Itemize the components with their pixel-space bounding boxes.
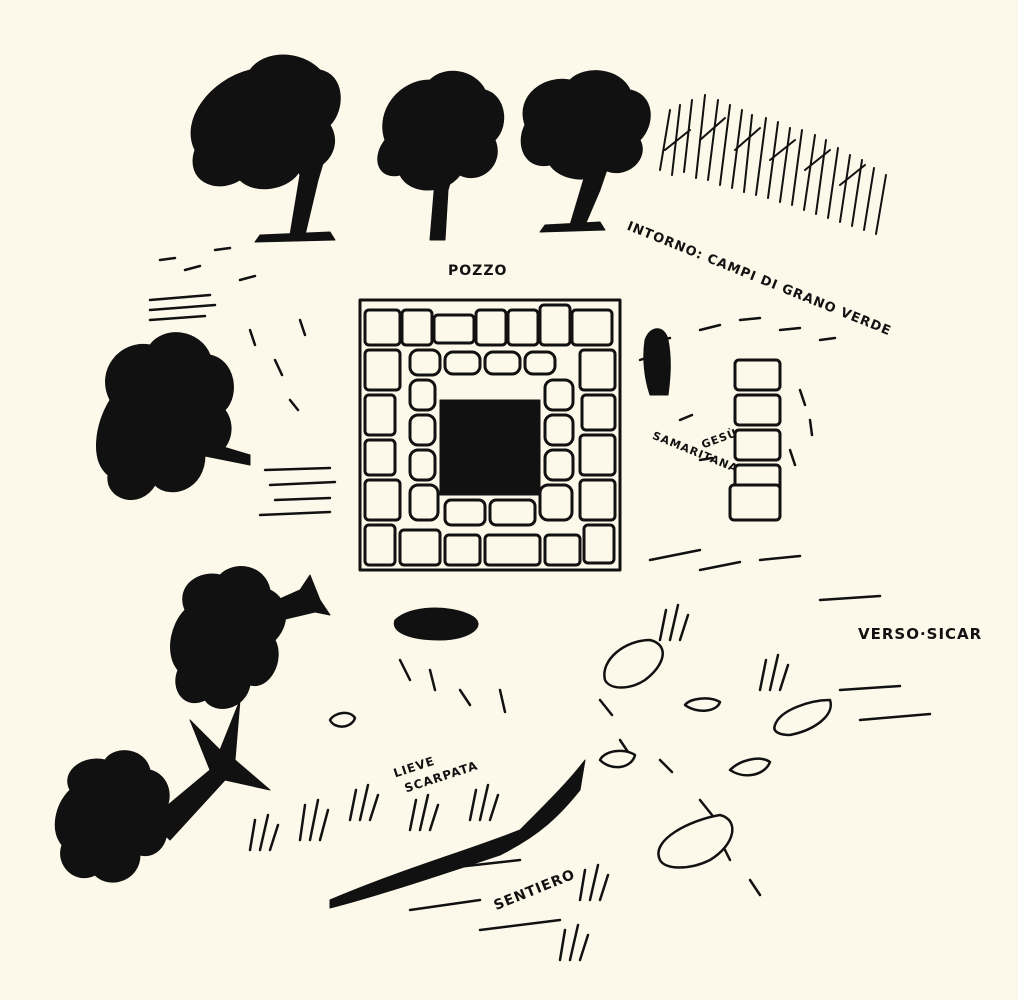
figure-samaritan (643, 328, 671, 396)
tree-left-middle (96, 332, 251, 500)
tree-top-left (190, 54, 341, 243)
slope-edge (329, 759, 586, 909)
stone-column (728, 358, 782, 522)
tree-bottom-left (54, 699, 271, 883)
well-opening (439, 399, 541, 496)
label-pozzo: POZZO (448, 263, 508, 279)
ground-marks (148, 246, 932, 932)
wheat-field (659, 94, 887, 235)
tree-top-right (520, 70, 651, 233)
ground-shadow (393, 607, 479, 641)
rocks (328, 638, 833, 869)
tree-top-center (377, 70, 505, 241)
grass-tufts (248, 603, 790, 962)
tree-left-lower (170, 566, 331, 709)
label-verso-sicar: VERSO·SICAR (858, 625, 983, 643)
well (358, 298, 622, 572)
